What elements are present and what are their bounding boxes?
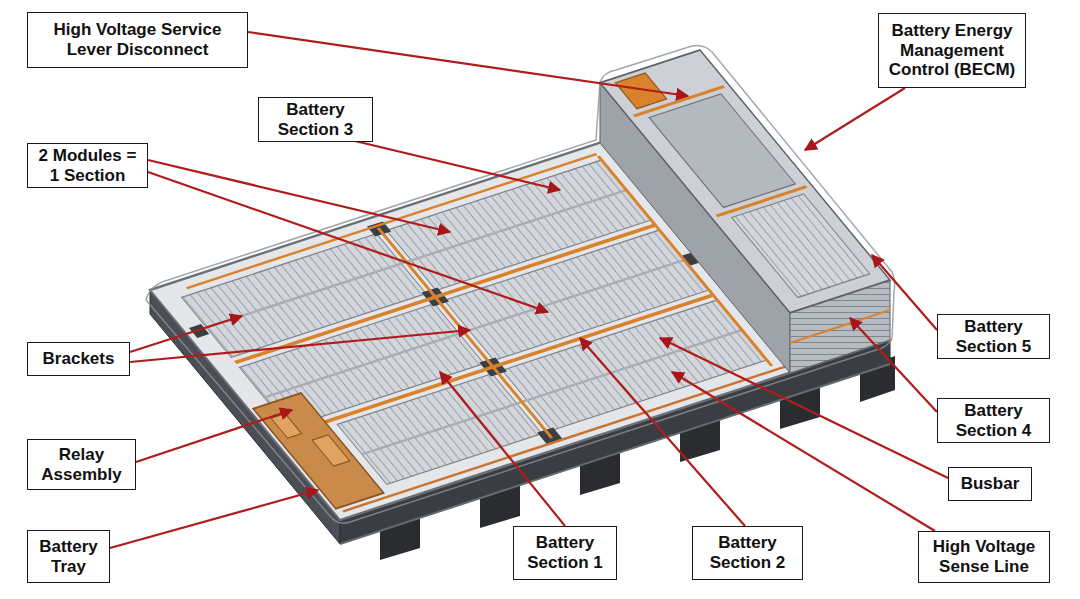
leader-line <box>248 32 688 96</box>
callout-text: Battery Energy Management Control (BECM) <box>885 21 1019 80</box>
leader-line <box>660 338 948 478</box>
leader-line <box>130 330 470 362</box>
callout-box: High Voltage Sense Line <box>918 531 1050 583</box>
leader-line <box>148 160 450 232</box>
callout-box: Brackets <box>27 342 130 376</box>
callout-text: 2 Modules = 1 Section <box>34 146 141 185</box>
callout-box: Relay Assembly <box>27 439 136 490</box>
callout-text: Busbar <box>961 474 1020 494</box>
pack-cover <box>146 46 895 524</box>
callout-text: Battery Section 3 <box>265 100 366 139</box>
leader-line <box>130 316 242 352</box>
callout-box: Battery Section 3 <box>258 97 373 142</box>
rear-stack-busbar <box>790 310 890 343</box>
leader-line <box>110 490 318 548</box>
callout-box: Battery Energy Management Control (BECM) <box>878 13 1026 88</box>
callout-box: Battery Section 2 <box>692 526 803 580</box>
callout-text: Relay Assembly <box>34 445 129 484</box>
callout-text: Brackets <box>43 349 115 369</box>
leader-line <box>136 410 292 462</box>
callout-box: Battery Section 5 <box>937 314 1050 359</box>
callout-text: Battery Section 5 <box>944 317 1043 356</box>
callout-box: 2 Modules = 1 Section <box>27 143 148 188</box>
callout-text: Battery Section 2 <box>699 533 796 572</box>
leader-line <box>440 372 565 526</box>
leader-line <box>872 255 937 330</box>
callout-text: Battery Tray <box>34 537 103 576</box>
callout-box: Battery Tray <box>27 530 110 583</box>
callout-text: Battery Section 1 <box>520 533 610 572</box>
leader-line <box>148 172 548 312</box>
leader-line <box>330 135 560 190</box>
callout-box: High Voltage Service Lever Disconnect <box>27 12 248 68</box>
callout-box: Battery Section 1 <box>513 526 617 580</box>
leader-line <box>850 318 937 412</box>
leader-line <box>805 88 905 150</box>
leader-line <box>580 338 745 526</box>
callout-text: Battery Section 4 <box>944 401 1043 440</box>
callout-box: Busbar <box>948 467 1032 501</box>
leader-line <box>672 372 935 531</box>
callout-text: High Voltage Sense Line <box>925 537 1043 576</box>
callout-box: Battery Section 4 <box>937 398 1050 443</box>
callout-text: High Voltage Service Lever Disconnect <box>34 20 241 59</box>
